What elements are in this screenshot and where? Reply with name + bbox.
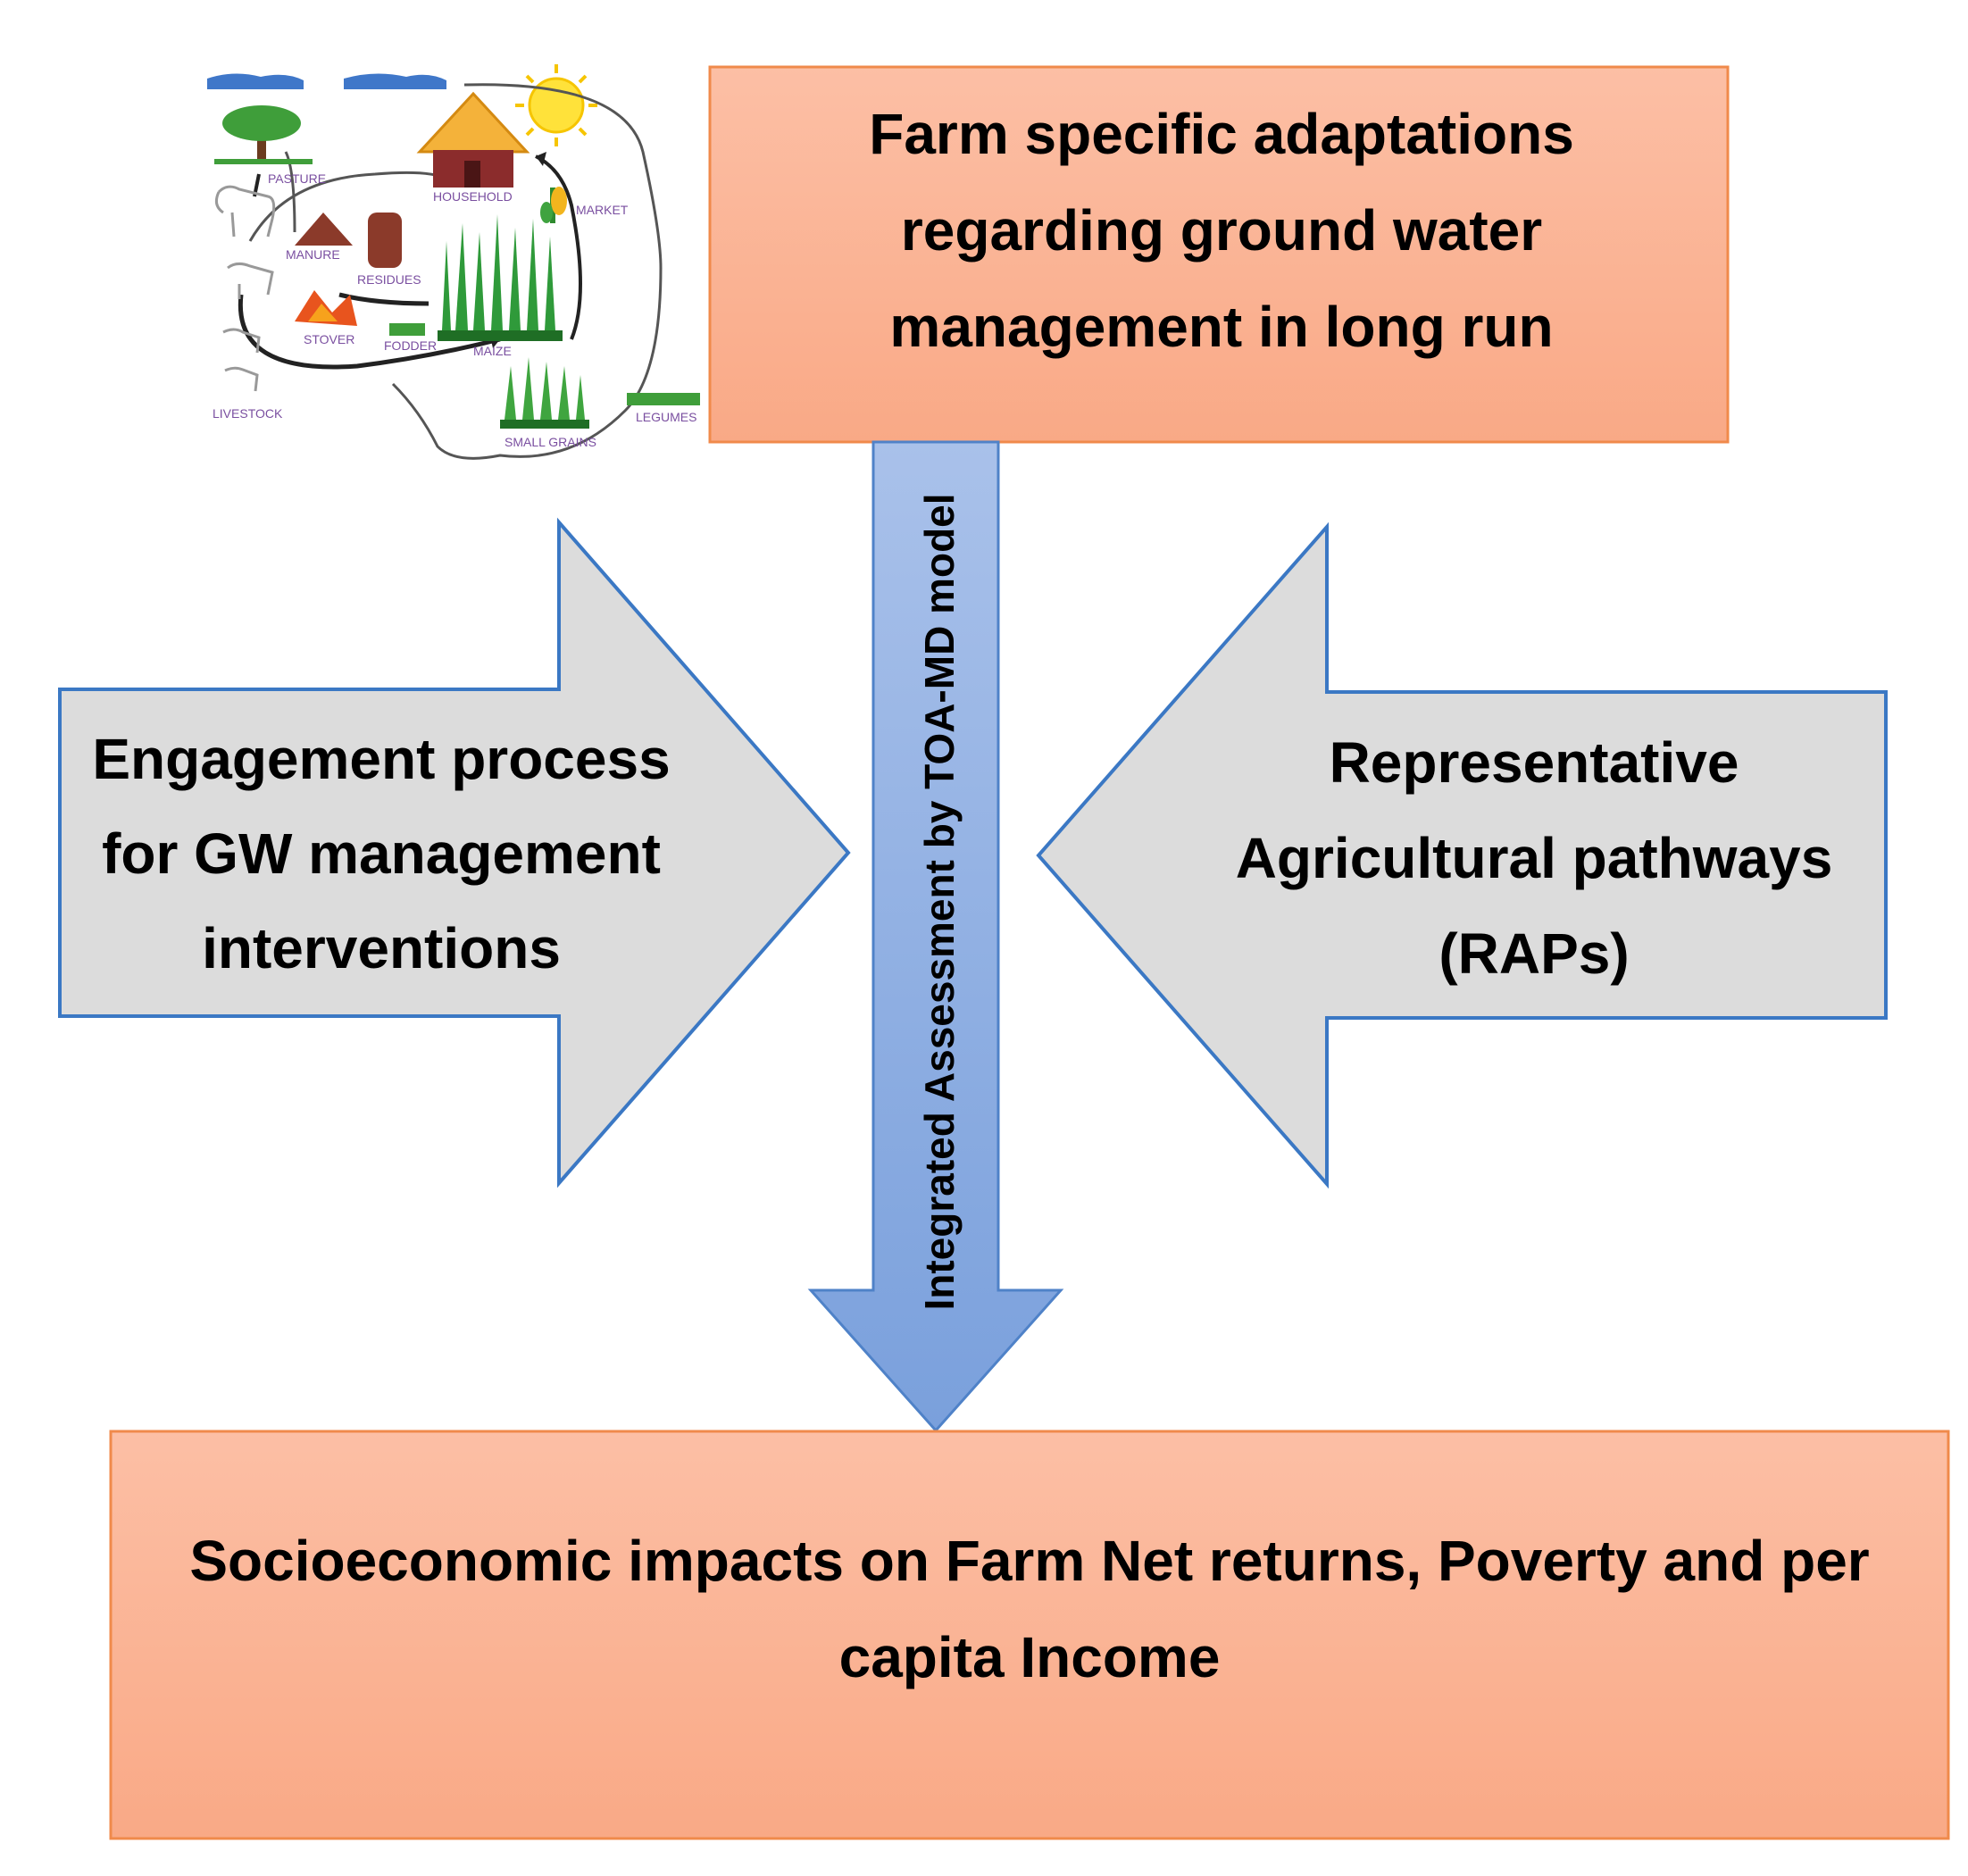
bottom-box-line-1: Socioeconomic impacts on Farm Net return… — [189, 1529, 1869, 1593]
bottom-box: Socioeconomic impacts on Farm Net return… — [109, 1430, 1950, 1840]
tree-icon — [214, 105, 313, 164]
farm-system-illustration: PASTURE HOUSEHOLD MARKET LIVESTOCK MANUR… — [207, 64, 700, 460]
residues-label: RESIDUES — [357, 272, 421, 287]
right-arrow-line-2: Agricultural pathways — [1236, 826, 1833, 890]
small-grains-icon — [500, 357, 589, 429]
crop-field-icon — [438, 214, 563, 341]
legumes-label: LEGUMES — [636, 410, 696, 424]
manure-icon — [295, 213, 353, 246]
stover-icon — [295, 290, 357, 326]
market-label: MARKET — [576, 203, 629, 217]
left-arrow-line-1: Engagement process — [92, 727, 670, 791]
bottom-box-line-2: capita Income — [839, 1625, 1221, 1689]
livestock-icon — [214, 185, 276, 392]
left-arrow: Engagement process for GW management int… — [58, 517, 851, 1188]
top-box-line-1: Farm specific adaptations — [869, 102, 1574, 166]
hut-icon — [416, 91, 530, 188]
sun-icon — [515, 64, 597, 146]
top-box-line-3: management in long run — [889, 295, 1553, 359]
maize-icon — [540, 187, 567, 223]
left-arrow-line-2: for GW management — [102, 821, 661, 886]
maize-label: MAIZE — [473, 344, 512, 358]
livestock-label: LIVESTOCK — [213, 406, 283, 421]
top-box-line-2: regarding ground water — [901, 198, 1542, 263]
fodder-label: FODDER — [384, 338, 437, 353]
right-arrow: Representative Agricultural pathways (RA… — [1036, 521, 1888, 1189]
top-box: Farm specific adaptations regarding grou… — [708, 65, 1730, 444]
manure-label: MANURE — [286, 247, 340, 262]
pasture-label: PASTURE — [268, 171, 326, 186]
residues-icon — [368, 213, 402, 268]
small-grains-label: SMALL GRAINS — [505, 435, 596, 449]
household-label: HOUSEHOLD — [433, 189, 513, 204]
left-arrow-line-3: interventions — [202, 916, 561, 980]
legumes-icon — [627, 393, 700, 405]
stover-label: STOVER — [304, 332, 354, 346]
center-down-arrow: Integrated Assessment by TOA-MD model — [807, 440, 1064, 1433]
right-arrow-line-1: Representative — [1330, 730, 1739, 795]
center-arrow-label: Integrated Assessment by TOA-MD model — [916, 493, 963, 1310]
right-arrow-line-3: (RAPs) — [1438, 921, 1629, 986]
